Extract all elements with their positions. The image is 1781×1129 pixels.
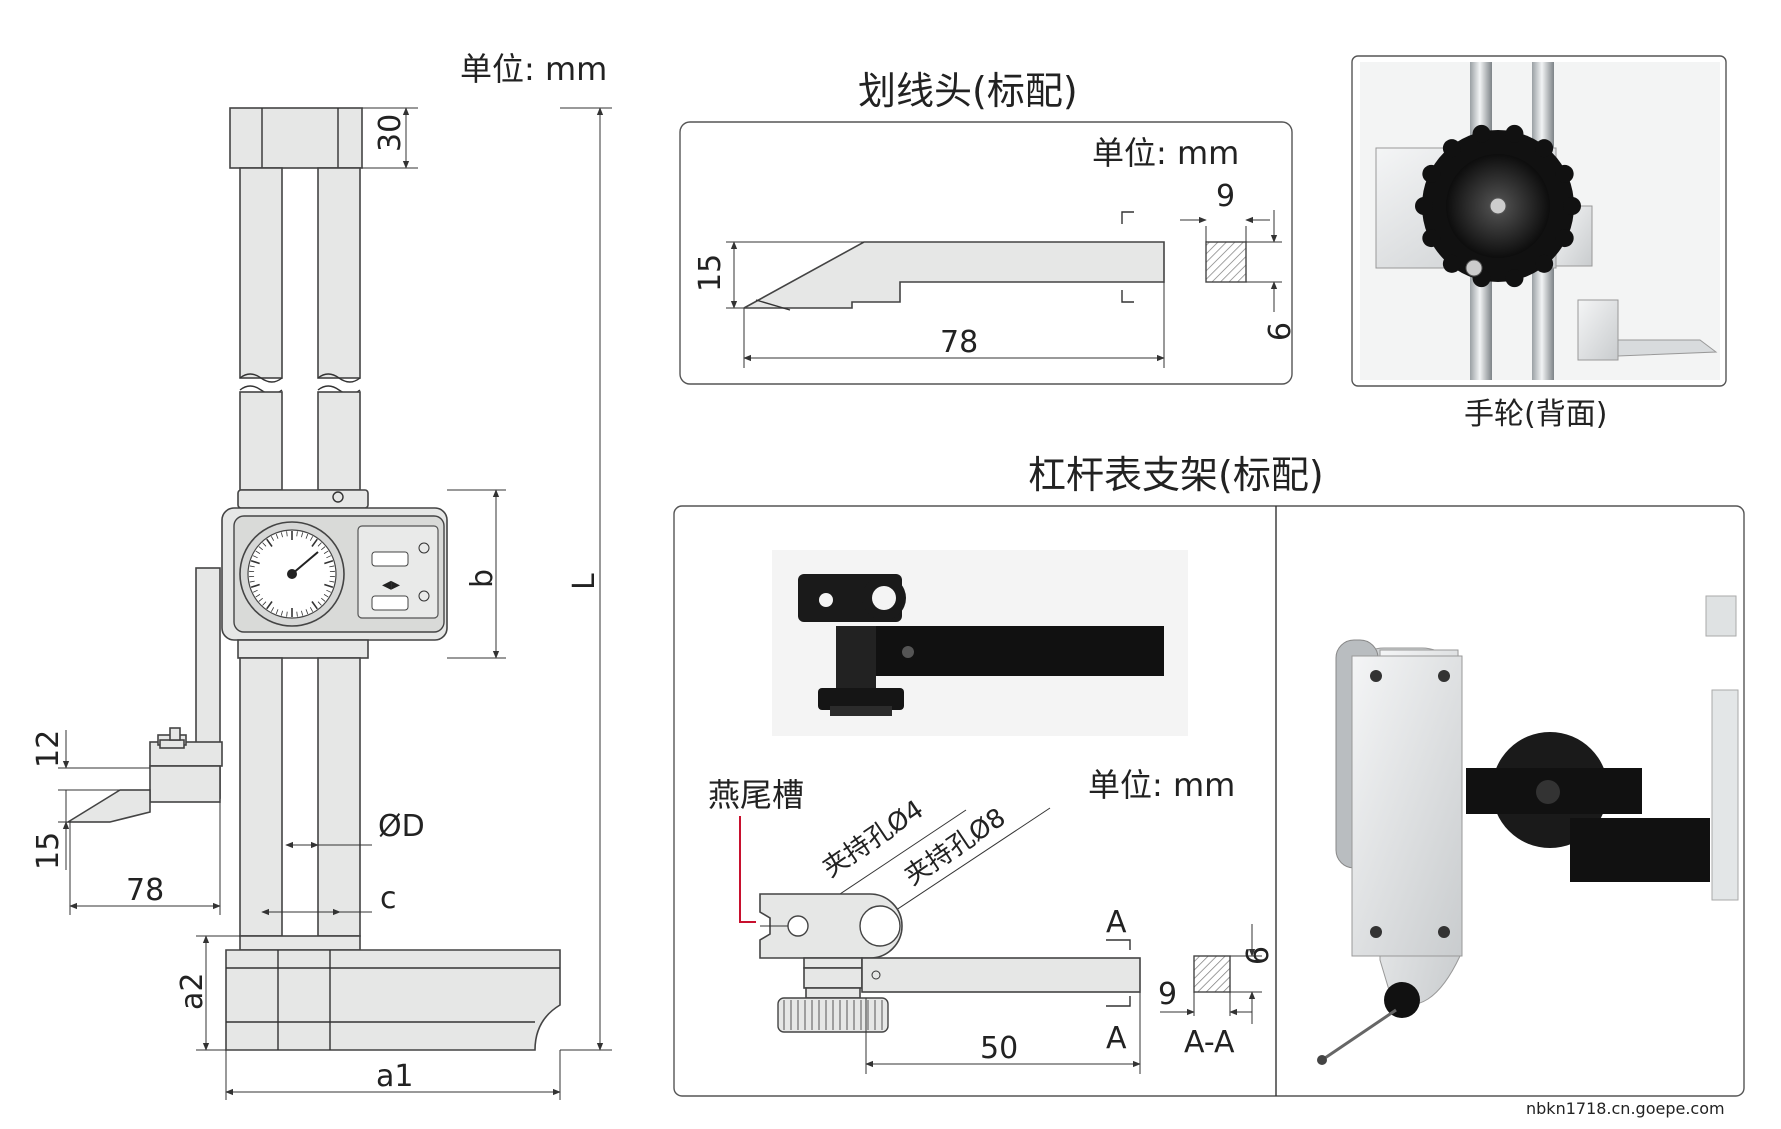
main-unit-label: 单位: mm	[460, 50, 607, 88]
knurl-lobe	[1556, 229, 1574, 247]
knurl-lobe	[1422, 229, 1440, 247]
holder-section-aa	[1194, 956, 1230, 992]
panel-button-lower	[372, 596, 408, 610]
scriber-dim-78: 78	[940, 325, 978, 360]
dim-a1-label: a1	[376, 1059, 413, 1094]
dovetail-label: 燕尾槽	[708, 776, 804, 814]
arrows-icon: ◂▸	[382, 574, 400, 595]
holder-arm	[862, 958, 1140, 992]
scriber-dim-9-top: 9	[1216, 179, 1235, 214]
dim-78-label: 78	[126, 873, 164, 908]
knurl-lobe	[1473, 125, 1491, 143]
scriber-title: 划线头(标配)	[858, 69, 1078, 113]
knurl-lobe	[1563, 197, 1581, 215]
knurl-lobe	[1415, 197, 1433, 215]
dim-30-label: 30	[373, 114, 408, 152]
section-mark-bottom: A	[1106, 1021, 1127, 1056]
holder-unit: 单位: mm	[1088, 766, 1235, 804]
right-column	[318, 168, 360, 378]
knurl-lobe	[1443, 255, 1461, 273]
lever-holder-title: 杠杆表支架(标配)	[1028, 453, 1324, 497]
scriber-dim-15: 15	[693, 254, 728, 292]
scriber-tip	[68, 790, 150, 822]
dim-D-label: ØD	[378, 809, 425, 844]
dim-c-label: c	[380, 881, 397, 916]
holder-dim-9-right: 9	[1238, 946, 1273, 965]
handwheel-caption: 手轮(背面)	[1464, 397, 1607, 432]
mounted-indicator-photo	[1282, 512, 1738, 1090]
knurl-lobe	[1505, 269, 1523, 287]
holder-dim-50: 50	[980, 1031, 1018, 1066]
section-mark-top: A	[1106, 905, 1127, 940]
scriber-dim-9-side: 9	[1260, 322, 1295, 341]
knurl-lobe	[1505, 125, 1523, 143]
dim-15-label: 15	[31, 832, 66, 870]
knurl-lobe	[1556, 165, 1574, 183]
height-gauge-drawing: 单位: mm ◂▸	[31, 50, 612, 1100]
dim-12-label: 12	[31, 730, 66, 768]
holder-dim-9-left: 9	[1158, 977, 1177, 1012]
left-column	[240, 168, 282, 378]
knurl-lobe	[1535, 139, 1553, 157]
handwheel-panel: 手轮(背面)	[1352, 56, 1726, 432]
dim-b-label: b	[465, 569, 500, 588]
panel-button-upper	[372, 552, 408, 566]
knurl-lobe	[1443, 139, 1461, 157]
knurl-lobe	[1535, 255, 1553, 273]
top-cap	[230, 108, 362, 168]
scriber-section	[1206, 242, 1246, 282]
scriber-unit: 单位: mm	[1092, 134, 1239, 172]
watermark: nbkn1718.cn.goepe.com	[1526, 1099, 1725, 1118]
knurl-lobe	[1422, 165, 1440, 183]
section-label-aa: A-A	[1184, 1025, 1235, 1060]
base	[226, 950, 560, 1050]
scriber-panel: 划线头(标配) 单位: mm 15 78 9 9	[680, 69, 1295, 384]
lever-holder-panel: 杠杆表支架(标配) 单位: mm 燕尾槽 夹持孔Ø4 夹持孔Ø8	[674, 453, 1744, 1096]
dim-L-label: L	[567, 573, 602, 590]
dim-a2-label: a2	[175, 973, 210, 1010]
